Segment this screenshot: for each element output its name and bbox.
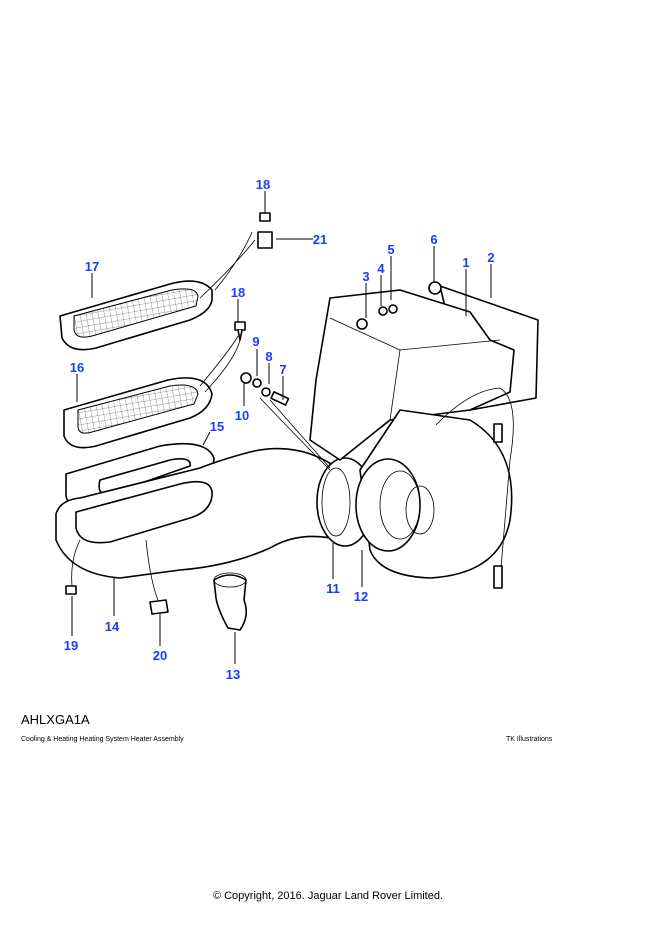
callout-14: 14 bbox=[105, 619, 120, 634]
callout-21: 21 bbox=[313, 232, 327, 247]
callout-5: 5 bbox=[387, 242, 394, 257]
callout-12: 12 bbox=[354, 589, 368, 604]
blower-motor-part bbox=[355, 409, 513, 579]
callout-2: 2 bbox=[487, 250, 494, 265]
lower-grille-part bbox=[63, 377, 213, 449]
callout-9: 9 bbox=[252, 334, 259, 349]
callout-11: 11 bbox=[326, 581, 340, 596]
callout-20: 20 bbox=[153, 648, 167, 663]
callout-8: 8 bbox=[265, 349, 272, 364]
outlet-part bbox=[213, 574, 248, 631]
callout-4: 4 bbox=[377, 261, 385, 276]
copyright-notice: © Copyright, 2016. Jaguar Land Rover Lim… bbox=[212, 890, 444, 902]
callouts: 1 2 3 4 5 6 7 8 9 10 11 12 13 14 15 16 1… bbox=[64, 177, 495, 682]
callout-19: 19 bbox=[64, 638, 78, 653]
callout-3: 3 bbox=[362, 269, 369, 284]
callout-7: 7 bbox=[279, 362, 286, 377]
heater-box-part bbox=[309, 285, 539, 461]
callout-17: 17 bbox=[85, 259, 99, 274]
illustration-description: Cooling & Heating Heating System Heater … bbox=[21, 736, 184, 743]
callout-1: 1 bbox=[462, 255, 469, 270]
fasteners bbox=[65, 212, 442, 615]
upper-grille-part bbox=[59, 280, 213, 351]
leader-lines bbox=[71, 191, 492, 664]
callout-18-top: 18 bbox=[256, 177, 270, 192]
callout-13: 13 bbox=[226, 667, 240, 682]
callout-16: 16 bbox=[70, 360, 84, 375]
illustration-credit: TK Illustrations bbox=[506, 736, 553, 743]
illustration-code: AHLXGA1A bbox=[21, 712, 90, 727]
callout-10: 10 bbox=[235, 408, 249, 423]
callout-18: 18 bbox=[231, 285, 245, 300]
callout-15: 15 bbox=[210, 419, 224, 434]
callout-6: 6 bbox=[430, 232, 437, 247]
